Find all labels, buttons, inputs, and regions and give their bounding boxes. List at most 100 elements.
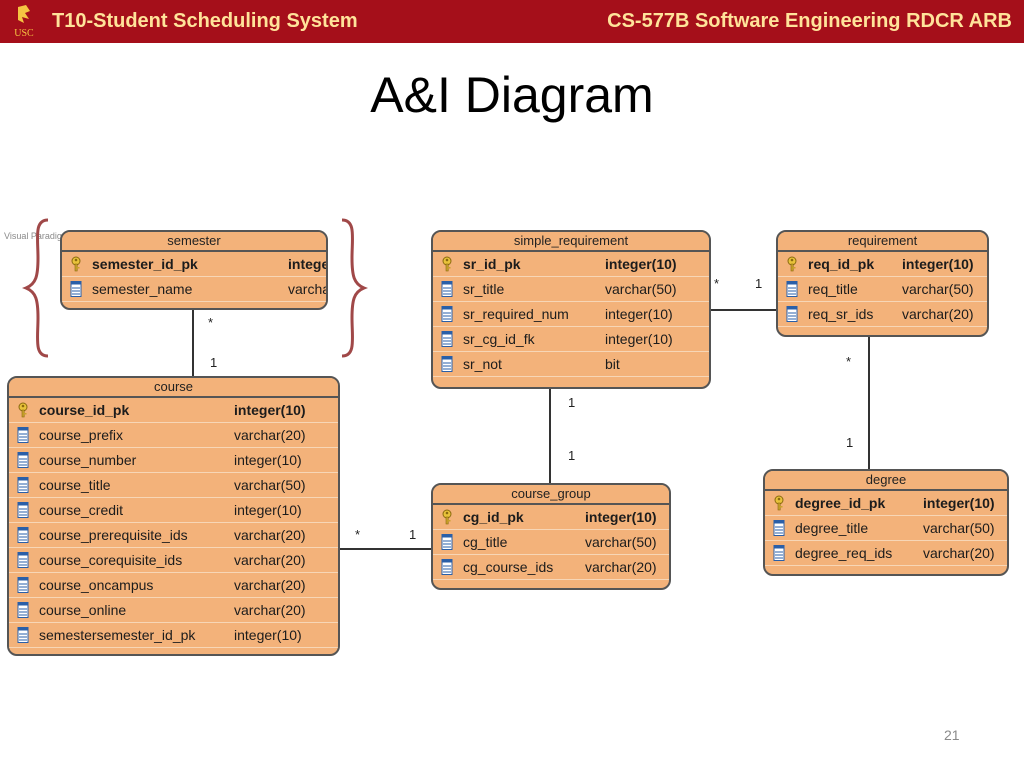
field-row: course_corequisite_ids varchar(20) — [9, 548, 338, 573]
field-name: course_oncampus — [39, 577, 154, 593]
left-curly-brace — [22, 218, 49, 358]
column-icon — [70, 281, 82, 297]
field-name: course_credit — [39, 502, 124, 518]
field-type: integer(10) — [288, 256, 326, 272]
column-icon — [17, 452, 29, 468]
field-row: req_title varchar(50) — [778, 277, 987, 302]
field-row: semester_name varchar(20) — [62, 277, 326, 302]
column-icon — [441, 306, 453, 322]
field-name: req_title — [808, 281, 858, 297]
field-name: degree_title — [795, 520, 869, 536]
connector-simple-requirement-course-group — [549, 388, 551, 484]
field-type: integer(10) — [234, 402, 306, 418]
field-row: course_prerequisite_ids varchar(20) — [9, 523, 338, 548]
primary-key-icon — [774, 495, 784, 511]
column-icon — [786, 281, 798, 297]
field-name: cg_id_pk — [463, 509, 524, 525]
column-icon — [441, 331, 453, 347]
primary-key-icon — [787, 256, 797, 272]
field-type: varchar(20) — [234, 427, 306, 443]
field-name: req_id_pk — [808, 256, 875, 272]
usc-logo: USC — [14, 5, 34, 39]
field-name: semester_id_pk — [92, 256, 198, 272]
column-icon — [17, 577, 29, 593]
column-icon — [17, 427, 29, 443]
course-project-title: T10-Student Scheduling System — [52, 10, 358, 32]
multiplicity-label: 1 — [409, 527, 417, 542]
course-name-title: CS-577B Software Engineering RDCR ARB — [607, 10, 1012, 32]
field-name: course_prerequisite_ids — [39, 527, 188, 543]
entity-simple-requirement: simple_requirement sr_id_pk integer(10) sr_… — [431, 230, 711, 389]
field-name: course_corequisite_ids — [39, 552, 183, 568]
field-type: varchar(20) — [902, 306, 974, 322]
primary-key-icon — [442, 509, 452, 525]
multiplicity-label: * — [355, 527, 361, 542]
entity-name: semester — [62, 232, 326, 252]
primary-key-icon — [442, 256, 452, 272]
multiplicity-label: * — [208, 315, 214, 330]
field-name: course_title — [39, 477, 111, 493]
field-name: sr_cg_id_fk — [463, 331, 535, 347]
field-type: varchar(50) — [585, 534, 657, 550]
entity-name: course — [9, 378, 338, 398]
field-type: varchar(20) — [585, 559, 657, 575]
primary-key-icon — [18, 402, 28, 418]
field-row: course_credit integer(10) — [9, 498, 338, 523]
field-type: varchar(20) — [288, 281, 326, 297]
entity-course: course course_id_pk integer(10) course_pref… — [7, 376, 340, 656]
header-bar: USC T10-Student Scheduling System CS-577… — [0, 0, 1024, 43]
column-icon — [441, 356, 453, 372]
column-icon — [17, 552, 29, 568]
field-type: varchar(50) — [902, 281, 974, 297]
column-icon — [17, 502, 29, 518]
slide-title: A&I Diagram — [370, 67, 654, 123]
field-type: varchar(20) — [234, 552, 306, 568]
entity-name: course_group — [433, 485, 669, 505]
multiplicity-label: 1 — [568, 448, 576, 463]
svg-text:USC: USC — [14, 28, 34, 39]
field-row: degree_req_ids varchar(20) — [765, 541, 1007, 566]
field-type: integer(10) — [605, 256, 677, 272]
entity-name: degree — [765, 471, 1007, 491]
field-name: sr_required_num — [463, 306, 569, 322]
column-icon — [17, 477, 29, 493]
primary-key-icon — [71, 256, 81, 272]
field-name: course_id_pk — [39, 402, 130, 418]
column-icon — [773, 545, 785, 561]
field-type: varchar(20) — [923, 545, 995, 561]
column-icon — [441, 281, 453, 297]
primary-key-row: semester_id_pk integer(10) — [62, 252, 326, 277]
column-icon — [17, 602, 29, 618]
field-type: varchar(50) — [234, 477, 306, 493]
entity-name: requirement — [778, 232, 987, 252]
field-name: sr_id_pk — [463, 256, 521, 272]
field-name: semestersemester_id_pk — [39, 627, 196, 643]
field-type: integer(10) — [234, 502, 302, 518]
field-name: degree_req_ids — [795, 545, 893, 561]
entity-semester: semestersemester_id_pkinteger(10)semeste… — [60, 230, 328, 310]
field-type: integer(10) — [902, 256, 974, 272]
entity-name: simple_requirement — [433, 232, 709, 252]
primary-key-row: req_id_pk integer(10) — [778, 252, 987, 277]
field-name: course_online — [39, 602, 127, 618]
field-name: semester_name — [92, 281, 193, 297]
multiplicity-label: 1 — [568, 395, 576, 410]
multiplicity-label: 1 — [846, 435, 854, 450]
entity-requirement: requirement req_id_pk integer(10) req_title… — [776, 230, 989, 337]
field-type: varchar(20) — [234, 527, 306, 543]
connector-semester-course — [192, 310, 194, 378]
